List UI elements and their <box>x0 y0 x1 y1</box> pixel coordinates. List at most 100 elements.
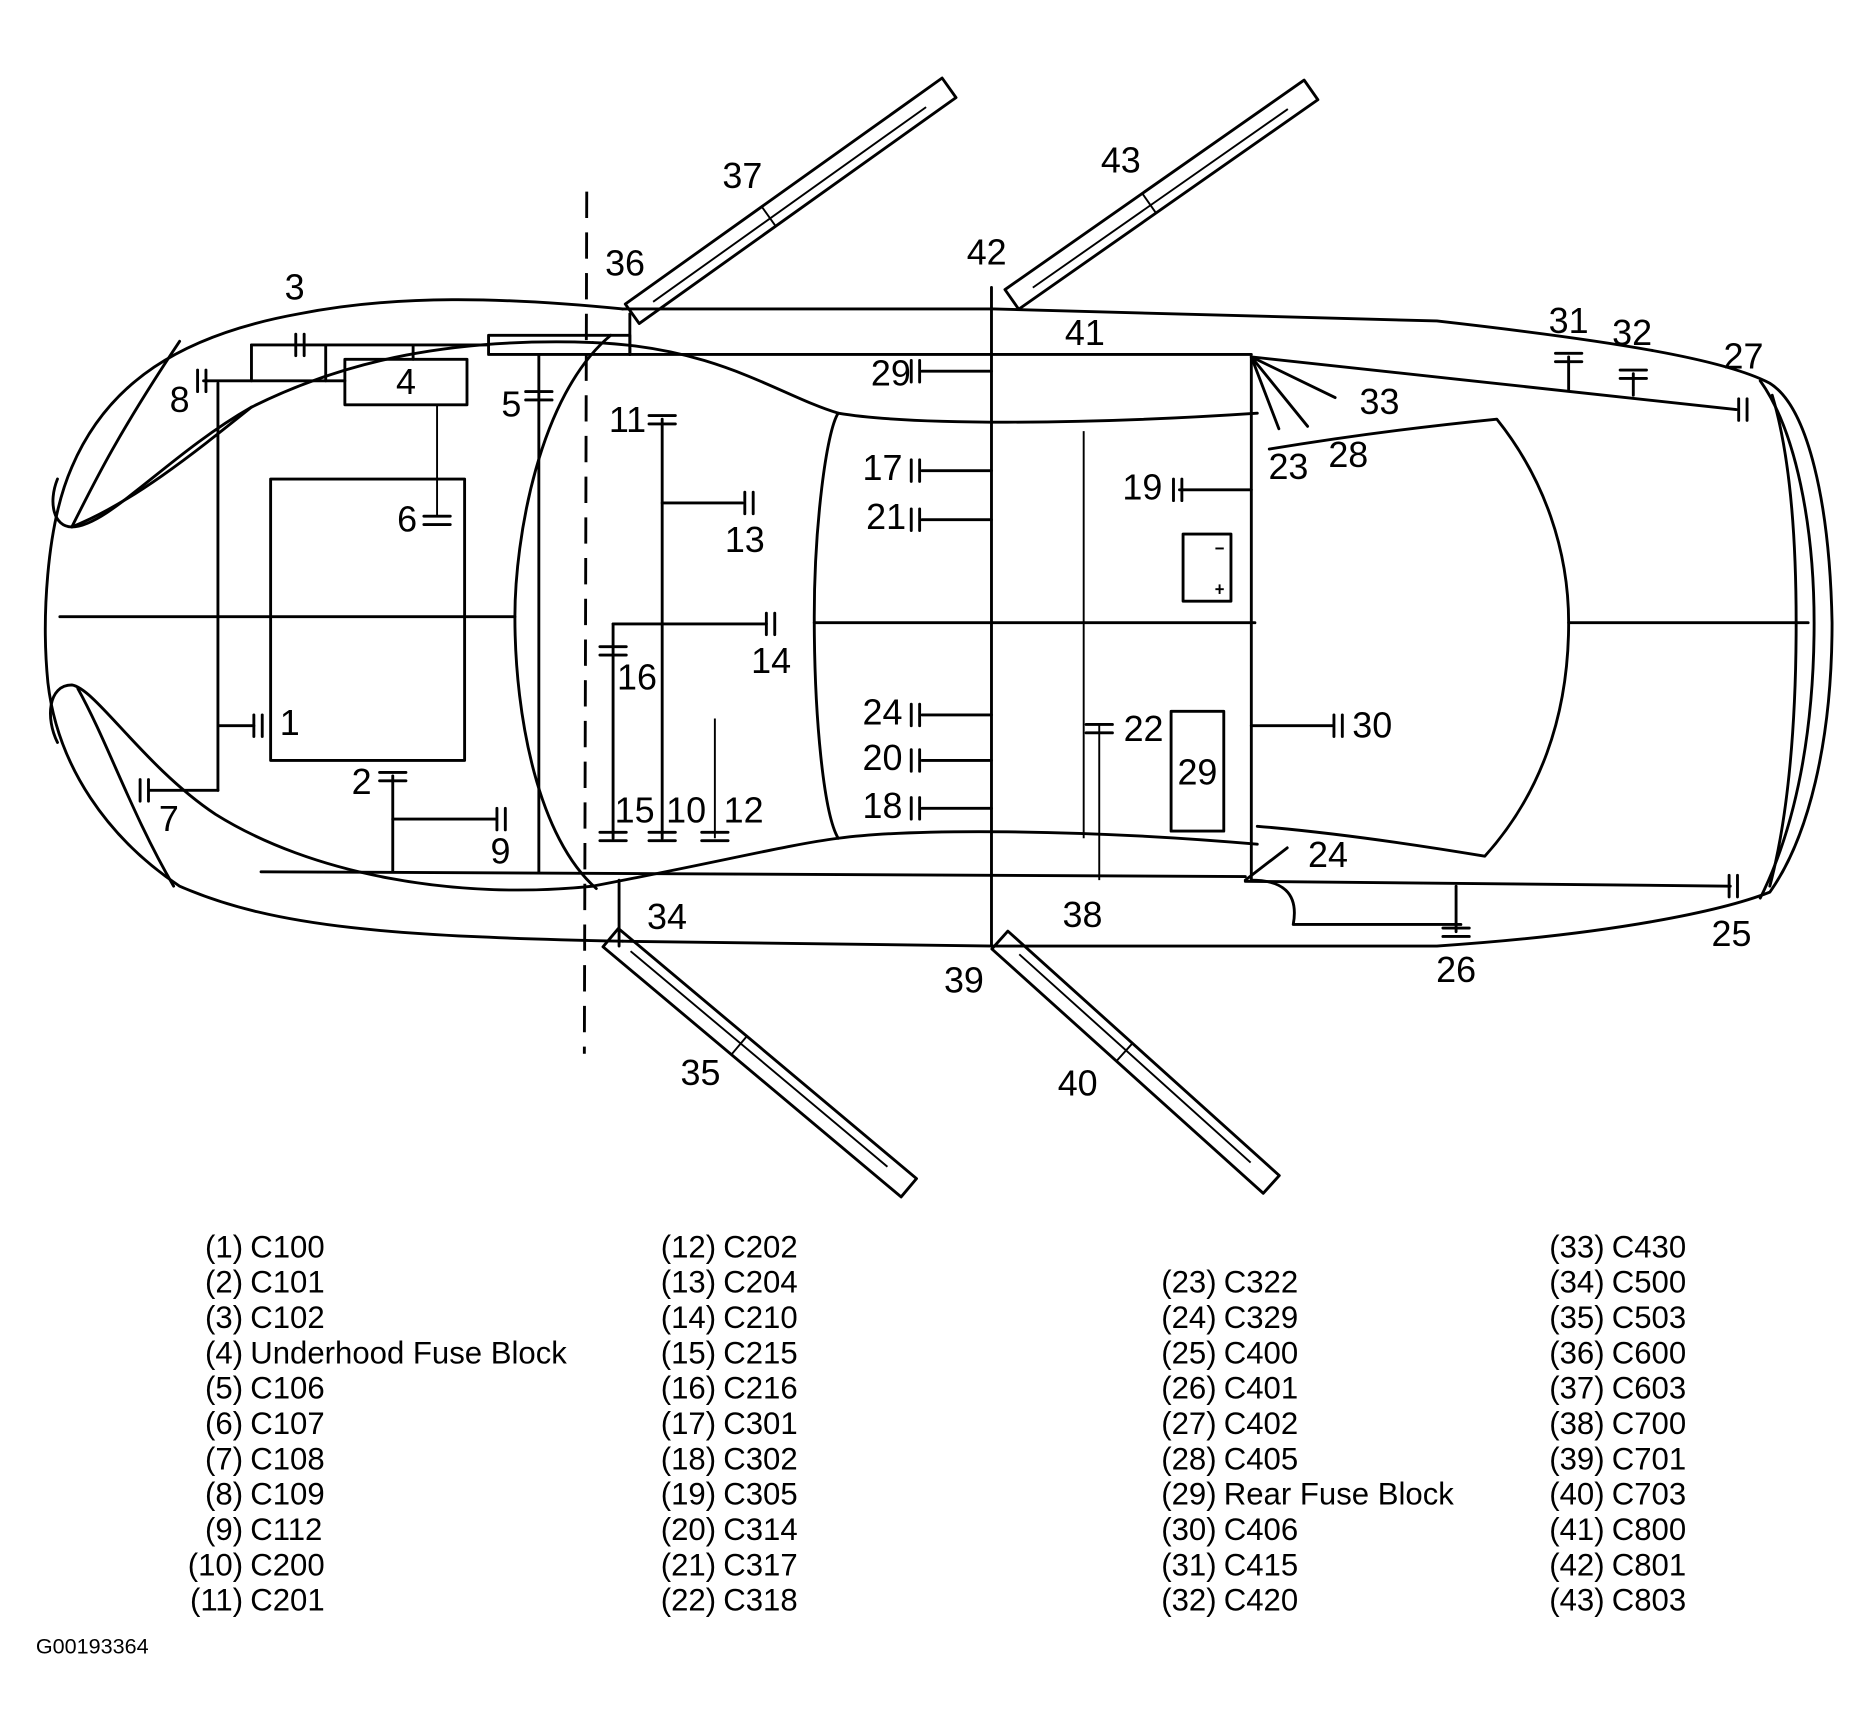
legend-connector-name: C603 <box>1612 1371 1686 1406</box>
callout-22: 22 <box>1124 708 1164 749</box>
legend-connector-name: Rear Fuse Block <box>1224 1477 1455 1512</box>
legend-number: (28) <box>1161 1441 1216 1476</box>
legend-number: (42) <box>1549 1547 1604 1582</box>
callout-28: 28 <box>1328 434 1368 475</box>
legend-connector-name: C301 <box>723 1406 797 1441</box>
callout-7: 7 <box>159 798 179 839</box>
connector-symbols <box>138 332 1749 938</box>
legend-number: (33) <box>1549 1229 1604 1264</box>
legend-number: (19) <box>661 1477 716 1512</box>
callout-20: 20 <box>863 737 903 778</box>
legend-number: (41) <box>1549 1512 1604 1547</box>
legend-connector-name: C400 <box>1224 1335 1298 1370</box>
legend-number: (40) <box>1549 1477 1604 1512</box>
legend-connector-name: C204 <box>723 1265 797 1300</box>
legend-connector-name: C700 <box>1612 1406 1686 1441</box>
callout-40: 40 <box>1058 1063 1098 1104</box>
callout-33: 33 <box>1359 381 1399 422</box>
legend-connector-name: C329 <box>1224 1300 1298 1335</box>
callout-10: 10 <box>666 790 706 831</box>
legend-connector-name: C202 <box>723 1229 797 1264</box>
legend-number: (30) <box>1161 1512 1216 1547</box>
callout-25: 25 <box>1712 913 1752 954</box>
legend-connector-name: C600 <box>1612 1335 1686 1370</box>
legend-connector-name: C322 <box>1224 1265 1298 1300</box>
callout-39: 39 <box>944 960 984 1001</box>
callout-18: 18 <box>863 785 903 826</box>
legend-connector-name: C102 <box>250 1300 324 1335</box>
callout-27: 27 <box>1723 336 1763 377</box>
callout-labels: 1234567891011121314151617181920212223242… <box>159 139 1764 1103</box>
legend-connector-name: C101 <box>250 1265 324 1300</box>
legend-number: (22) <box>661 1583 716 1618</box>
callout-3: 3 <box>285 266 305 307</box>
legend-number: (17) <box>661 1406 716 1441</box>
legend-connector-name: C216 <box>723 1371 797 1406</box>
legend-number: (20) <box>661 1512 716 1547</box>
legend-number: (37) <box>1549 1371 1604 1406</box>
legend-number: (38) <box>1549 1406 1604 1441</box>
callout-42: 42 <box>967 232 1007 273</box>
callout-15: 15 <box>615 790 655 831</box>
vehicle-outline <box>43 298 1834 948</box>
legend-connector-name: C317 <box>723 1547 797 1582</box>
figure-id: G00193364 <box>36 1634 149 1659</box>
legend-number: (25) <box>1161 1335 1216 1370</box>
callout-32: 32 <box>1612 312 1652 353</box>
legend-number: (10) <box>188 1547 243 1582</box>
legend-connector-name: Underhood Fuse Block <box>250 1335 567 1370</box>
legend-number: (35) <box>1549 1300 1604 1335</box>
callout-11: 11 <box>609 399 646 440</box>
legend-connector-name: C430 <box>1612 1229 1686 1264</box>
callout-29a: 29 <box>871 353 911 394</box>
legend-number: (43) <box>1549 1583 1604 1618</box>
callout-12: 12 <box>724 790 764 831</box>
callout-19: 19 <box>1122 466 1162 507</box>
callout-37: 37 <box>722 155 762 196</box>
callout-21: 21 <box>866 496 906 537</box>
legend-number: (34) <box>1549 1265 1604 1300</box>
legend-connector-name: C108 <box>250 1441 324 1476</box>
callout-24b: 24 <box>1308 834 1348 875</box>
callout-16: 16 <box>617 657 657 698</box>
legend-number: (4) <box>205 1335 243 1370</box>
legend-number: (14) <box>661 1300 716 1335</box>
legend-connector-name: C402 <box>1224 1406 1298 1441</box>
legend-connector-name: C200 <box>250 1547 324 1582</box>
section-dashed-line <box>582 191 589 1054</box>
legend-number: (32) <box>1161 1583 1216 1618</box>
legend-connector-name: C318 <box>723 1583 797 1618</box>
legend-number: (21) <box>661 1547 716 1582</box>
center-harness <box>58 615 1257 625</box>
legend-number: (23) <box>1161 1265 1216 1300</box>
legend-connector-name: C107 <box>250 1406 324 1441</box>
legend-connector-name: C401 <box>1224 1371 1298 1406</box>
legend-number: (2) <box>205 1265 243 1300</box>
legend-number: (36) <box>1549 1335 1604 1370</box>
legend-connector-name: C803 <box>1612 1583 1686 1618</box>
door-rear-left <box>1003 78 1320 311</box>
legend-number: (29) <box>1161 1477 1216 1512</box>
legend-number: (9) <box>205 1512 243 1547</box>
callout-38: 38 <box>1063 894 1103 935</box>
legend-number: (11) <box>190 1583 243 1618</box>
legend-connector-name: C420 <box>1224 1583 1298 1618</box>
callout-26: 26 <box>1436 949 1476 990</box>
legend-connector-name: C302 <box>723 1441 797 1476</box>
legend-number: (7) <box>205 1441 243 1476</box>
legend-connector-name: C100 <box>250 1229 324 1264</box>
callout-13: 13 <box>725 519 765 560</box>
legend-number: (6) <box>205 1406 243 1441</box>
callout-31: 31 <box>1549 300 1589 341</box>
legend-number: (15) <box>661 1335 716 1370</box>
callout-2: 2 <box>352 761 372 802</box>
legend-number: (18) <box>661 1441 716 1476</box>
legend-number: (13) <box>661 1265 716 1300</box>
callout-30: 30 <box>1352 705 1392 746</box>
callout-35: 35 <box>681 1052 721 1093</box>
engine-compartment-box <box>269 477 467 762</box>
callout-23: 23 <box>1268 446 1308 487</box>
legend-number: (26) <box>1161 1371 1216 1406</box>
legend-number: (39) <box>1549 1441 1604 1476</box>
